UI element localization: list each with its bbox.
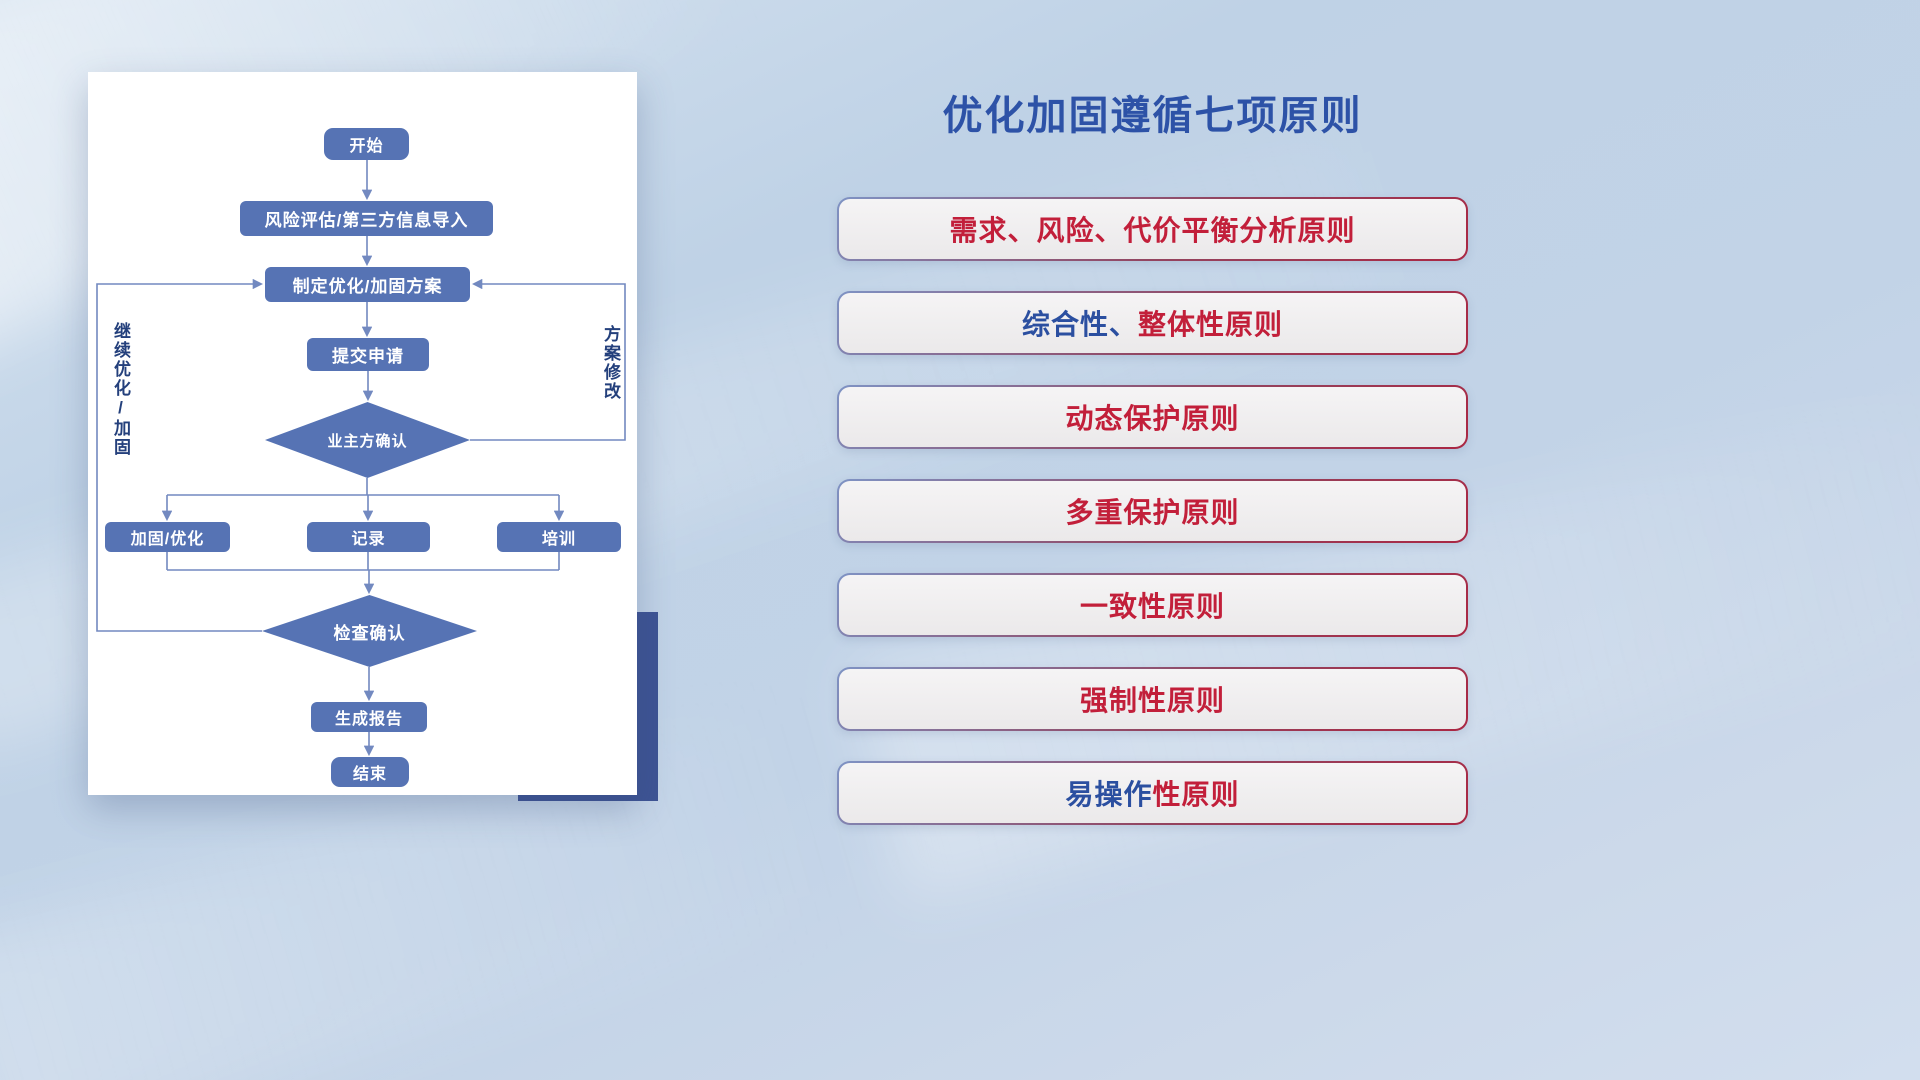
flow-node-plan: 制定优化/加固方案 bbox=[265, 267, 470, 302]
principle-text-segment: 需求、风险、代价平衡分析原则 bbox=[949, 215, 1356, 246]
principle-pill-5: 一致性原则 bbox=[837, 573, 1468, 637]
principle-pill-3: 动态保护原则 bbox=[837, 385, 1468, 449]
principle-text-segment: 强制性原则 bbox=[1079, 685, 1225, 716]
flowchart-card: 开始 风险评估/第三方信息导入 制定优化/加固方案 提交申请 业主方确认 加固/… bbox=[88, 72, 637, 795]
flow-node-reinforce-optimize: 加固/优化 bbox=[105, 522, 230, 552]
principle-pill-6: 强制性原则 bbox=[837, 667, 1468, 731]
principle-pill-2: 综合性、 整体性原则 bbox=[837, 291, 1468, 355]
flow-node-record: 记录 bbox=[307, 522, 430, 552]
flow-node-end: 结束 bbox=[331, 757, 409, 787]
flow-node-start: 开始 bbox=[324, 128, 409, 160]
flow-node-submit: 提交申请 bbox=[307, 338, 429, 371]
principle-pill-7: 易操作 性原则 bbox=[837, 761, 1468, 825]
principle-text-segment: 综合性、 bbox=[1021, 309, 1138, 340]
flow-loop-label-continue-optimize: 继续优化/加固 bbox=[111, 322, 130, 457]
principle-pill-4: 多重保护原则 bbox=[837, 479, 1468, 543]
principles-panel: 优化加固遵循七项原则 需求、风险、代价平衡分析原则 综合性、 整体性原则 动态保… bbox=[837, 92, 1468, 825]
principle-text-segment: 一致性原则 bbox=[1079, 591, 1225, 622]
flow-node-risk-import: 风险评估/第三方信息导入 bbox=[240, 201, 493, 236]
principle-pill-1: 需求、风险、代价平衡分析原则 bbox=[837, 197, 1468, 261]
principles-list: 需求、风险、代价平衡分析原则 综合性、 整体性原则 动态保护原则 多重保护原则 … bbox=[837, 197, 1468, 825]
principle-text-segment: 整体性原则 bbox=[1138, 309, 1284, 340]
flow-loop-label-plan-revision: 方案修改 bbox=[601, 325, 620, 401]
flow-node-training: 培训 bbox=[497, 522, 621, 552]
page-title: 优化加固遵循七项原则 bbox=[942, 94, 1363, 138]
principle-text-segment: 动态保护原则 bbox=[1065, 403, 1240, 434]
flowchart-connectors bbox=[96, 160, 626, 757]
principle-text-segment: 易操作 bbox=[1065, 779, 1153, 810]
flow-node-report: 生成报告 bbox=[311, 702, 427, 732]
principle-text-segment: 性原则 bbox=[1152, 779, 1240, 810]
principle-text-segment: 多重保护原则 bbox=[1065, 497, 1240, 528]
